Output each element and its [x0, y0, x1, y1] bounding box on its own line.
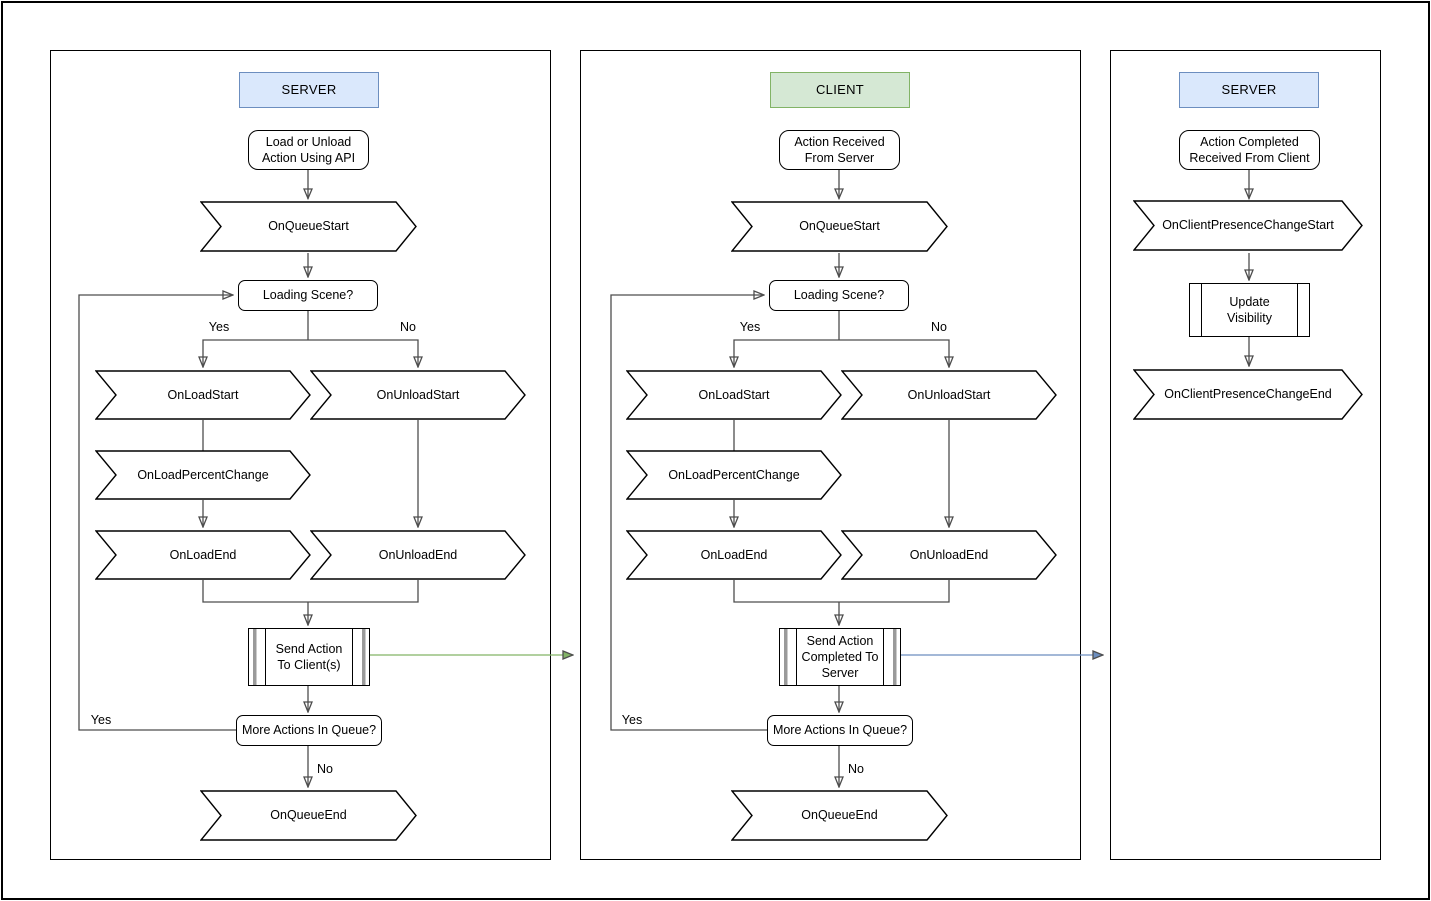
- header-server-2: SERVER: [1179, 72, 1319, 108]
- node-action-received-from-server: Action Received From Server: [779, 130, 900, 170]
- node-update-visibility: Update Visibility: [1189, 283, 1310, 337]
- node-onunloadend-2: OnUnloadEnd: [841, 530, 1057, 580]
- header-client: CLIENT: [770, 72, 910, 108]
- node-onloadpercentchange-1: OnLoadPercentChange: [95, 450, 311, 500]
- node-onqueueend-1: OnQueueEnd: [200, 790, 417, 841]
- node-onloadend-2: OnLoadEnd: [626, 530, 842, 580]
- node-onloadstart-1: OnLoadStart: [95, 370, 311, 420]
- node-action-completed-received: Action Completed Received From Client: [1179, 130, 1320, 170]
- panel-server-queue: [50, 50, 551, 860]
- node-more-actions-1: More Actions In Queue?: [236, 715, 382, 746]
- panel-server-presence: [1110, 50, 1381, 860]
- node-loading-scene-2: Loading Scene?: [769, 280, 909, 311]
- label-branch-no-1: No: [400, 320, 416, 334]
- node-onloadstart-2: OnLoadStart: [626, 370, 842, 420]
- node-onloadend-1: OnLoadEnd: [95, 530, 311, 580]
- node-onunloadend-1: OnUnloadEnd: [310, 530, 526, 580]
- label-exit-no-1: No: [317, 762, 333, 776]
- node-onloadpercentchange-2: OnLoadPercentChange: [626, 450, 842, 500]
- node-onqueueend-2: OnQueueEnd: [731, 790, 948, 841]
- label-branch-yes-1: Yes: [208, 320, 230, 334]
- header-server-1: SERVER: [239, 72, 379, 108]
- node-onqueuestart-2: OnQueueStart: [731, 201, 948, 252]
- label-loop-yes-2: Yes: [621, 713, 643, 727]
- node-send-action-to-clients: Send Action To Client(s): [248, 628, 370, 686]
- node-more-actions-2: More Actions In Queue?: [767, 715, 913, 746]
- node-load-or-unload-action: Load or Unload Action Using API: [248, 130, 369, 170]
- node-onunloadstart-1: OnUnloadStart: [310, 370, 526, 420]
- node-send-action-completed-to-server: Send Action Completed To Server: [779, 628, 901, 686]
- label-branch-yes-2: Yes: [739, 320, 761, 334]
- node-loading-scene-1: Loading Scene?: [238, 280, 378, 311]
- node-onclientpresencechangestart: OnClientPresenceChangeStart: [1133, 200, 1363, 251]
- label-loop-yes-1: Yes: [90, 713, 112, 727]
- label-branch-no-2: No: [931, 320, 947, 334]
- panel-client-queue: [580, 50, 1081, 860]
- node-onclientpresencechangeend: OnClientPresenceChangeEnd: [1133, 369, 1363, 420]
- label-exit-no-2: No: [848, 762, 864, 776]
- node-onunloadstart-2: OnUnloadStart: [841, 370, 1057, 420]
- node-onqueuestart-1: OnQueueStart: [200, 201, 417, 252]
